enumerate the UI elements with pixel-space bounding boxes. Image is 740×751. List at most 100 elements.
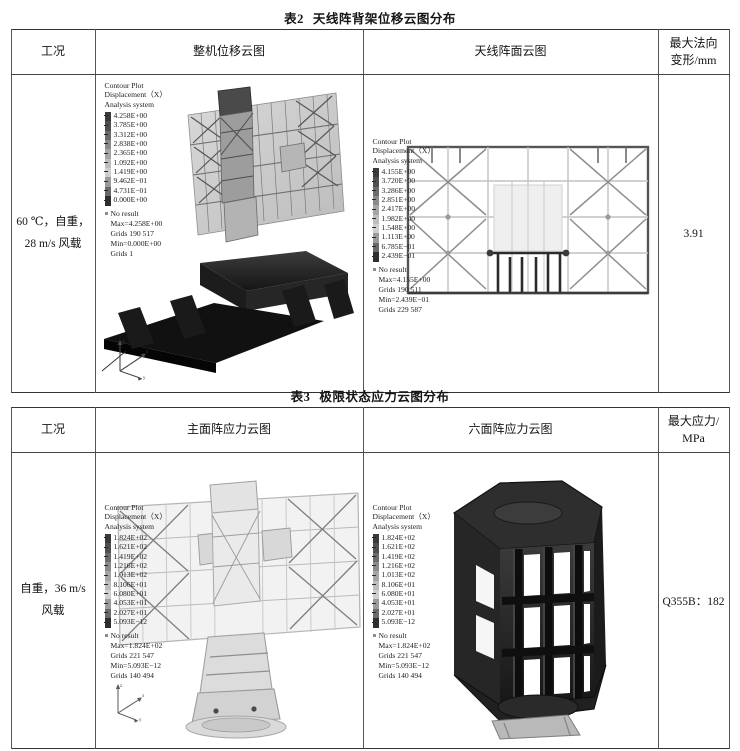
legend-value: 1.013E+02 [103, 570, 167, 579]
table3-cell-main-array-figure: Contour Plot Displacement（X） Analysis sy… [94, 452, 364, 749]
legend-value: 2.027E+01 [103, 608, 167, 617]
figure-whole-machine-displacement: Contour Plot Displacement（X） Analysis sy… [95, 75, 363, 392]
legend-title-line2: Displacement（X） [104, 512, 167, 522]
table2-header-whole-machine: 整机位移云图 [94, 29, 364, 75]
table2-header-max-deformation-line2: 变形/mm [670, 53, 717, 67]
svg-text:x: x [142, 694, 145, 699]
legend-value-list: 4.155E+00 3.720E+00 3.286E+00 2.851E+00 … [371, 167, 435, 262]
legend-value: 3.312E+00 [103, 130, 167, 139]
legend-value: 8.106E+01 [103, 580, 167, 589]
legend-min-grids: Grids 1 [110, 248, 134, 258]
legend-value-list: 4.258E+00 3.785E+00 3.312E+00 2.838E+00 … [103, 111, 167, 206]
table3-caption-title: 极限状态应力云图分布 [319, 390, 450, 404]
legend-value: 1.548E+00 [371, 223, 435, 232]
legend-footer: No result Max=4.258E+00 Grids 190 517 Mi… [104, 209, 167, 259]
legend-value: 6.080E+01 [103, 589, 167, 598]
table2-header-max-deformation-line1: 最大法向 [669, 35, 718, 50]
legend-value: 5.093E−12 [103, 617, 167, 626]
legend-max-grids: Grids 221 547 [110, 650, 154, 660]
legend-value: 2.417E+00 [371, 204, 435, 213]
legend-swatch [372, 242, 379, 253]
legend-swatch [104, 168, 111, 178]
figure-antenna-face-displacement: Contour Plot Displacement（X） Analysis sy… [363, 75, 658, 392]
table2-header-max-deformation: 最大法向 变形/mm [657, 29, 730, 75]
contour-legend-whole-machine: Contour Plot Displacement（X） Analysis sy… [103, 81, 167, 259]
legend-swatch [372, 167, 379, 178]
legend-value: 1.419E+02 [103, 552, 167, 561]
contour-legend-hex-array: Contour Plot Displacement（X） Analysis sy… [371, 503, 435, 681]
legend-swatch [372, 543, 379, 553]
legend-value: 6.080E+01 [371, 589, 435, 598]
legend-min-value: Min=5.093E−12 [110, 660, 162, 670]
legend-no-result: No result [372, 631, 435, 641]
legend-min-grids: Grids 140 494 [110, 670, 154, 680]
legend-swatch [104, 186, 111, 197]
legend-color-bar [372, 167, 379, 262]
legend-title-line3: Analysis system [372, 155, 423, 165]
legend-swatch [104, 533, 111, 544]
legend-value: 3.286E+00 [371, 186, 435, 195]
legend-swatch [104, 590, 111, 600]
legend-value: 2.851E+00 [371, 195, 435, 204]
legend-min-grids: Grids 140 494 [378, 670, 422, 680]
main-array-model-art [112, 475, 363, 743]
svg-text:y: y [139, 718, 142, 723]
table3-header-max-stress-line1: 最大应力/ [667, 413, 720, 428]
legend-color-bar [372, 533, 379, 628]
legend-value: 4.155E+00 [371, 167, 435, 176]
legend-title-line2: Displacement（X） [104, 90, 167, 100]
legend-value: 1.216E+02 [103, 561, 167, 570]
table2-cell-antenna-face-figure: Contour Plot Displacement（X） Analysis sy… [362, 74, 659, 393]
table2-wrapper: 工况 整机位移云图 天线阵面云图 最大法向 变形/mm 60 ℃，自重， 28 … [0, 29, 740, 393]
legend-swatch [104, 121, 111, 131]
legend-value: 4.258E+00 [103, 111, 167, 120]
table2-condition-line2: 28 m/s 风载 [24, 237, 82, 250]
table3-header-condition: 工况 [10, 407, 96, 453]
table2-cell-whole-machine-figure: Contour Plot Displacement（X） Analysis sy… [94, 74, 364, 393]
table3-data-row: 自重，36 m/s 风载 [10, 452, 730, 749]
axis-triad-icon: z x y [110, 337, 156, 381]
table3-header-main-array: 主面阵应力云图 [94, 407, 364, 453]
legend-swatch [372, 224, 379, 234]
legend-swatch [372, 205, 379, 215]
legend-max-grids: Grids 221 547 [378, 650, 422, 660]
legend-swatch [104, 599, 111, 609]
table3: 工况 主面阵应力云图 六面阵应力云图 最大应力/ MPa 自重，36 m/s 风… [10, 407, 730, 749]
svg-text:z: z [122, 340, 125, 345]
legend-value: 0.000E+00 [103, 195, 167, 204]
legend-swatch [372, 214, 379, 225]
legend-swatch [372, 186, 379, 196]
legend-swatch [104, 111, 111, 122]
legend-swatch [372, 618, 379, 628]
svg-text:x: x [146, 350, 149, 355]
table2-header-row: 工况 整机位移云图 天线阵面云图 最大法向 变形/mm [10, 29, 730, 75]
whole-machine-model-art [96, 81, 363, 386]
legend-value: 1.419E+00 [103, 167, 167, 176]
legend-value: 1.216E+02 [371, 561, 435, 570]
legend-value: 2.439E−01 [371, 251, 435, 260]
legend-swatch [372, 177, 379, 187]
legend-value: 9.462E−01 [103, 176, 167, 185]
legend-value: 8.106E+01 [371, 580, 435, 589]
legend-swatch [372, 590, 379, 600]
legend-max-value: Max=1.824E+02 [378, 640, 431, 650]
table3-header-hex-array: 六面阵应力云图 [362, 407, 659, 453]
legend-title-line3: Analysis system [104, 521, 155, 531]
legend-swatch [104, 552, 111, 562]
legend-min-value: Min=5.093E−12 [378, 660, 430, 670]
legend-swatch [372, 195, 379, 206]
legend-swatch [104, 149, 111, 159]
contour-legend-main-array: Contour Plot Displacement（X） Analysis sy… [103, 503, 167, 681]
legend-value: 3.720E+00 [371, 176, 435, 185]
legend-value: 4.053E+01 [103, 598, 167, 607]
contour-legend-antenna-face: Contour Plot Displacement（X） Analysis sy… [371, 137, 435, 315]
legend-no-result: No result [372, 265, 435, 275]
legend-swatch [104, 561, 111, 572]
legend-min-value: Min=0.000E+00 [110, 238, 162, 248]
legend-value: 1.824E+02 [103, 533, 167, 542]
hex-array-model-art [418, 469, 628, 741]
legend-value: 1.013E+02 [371, 570, 435, 579]
legend-title-line1: Contour Plot [372, 503, 412, 512]
svg-text:y: y [143, 376, 146, 381]
